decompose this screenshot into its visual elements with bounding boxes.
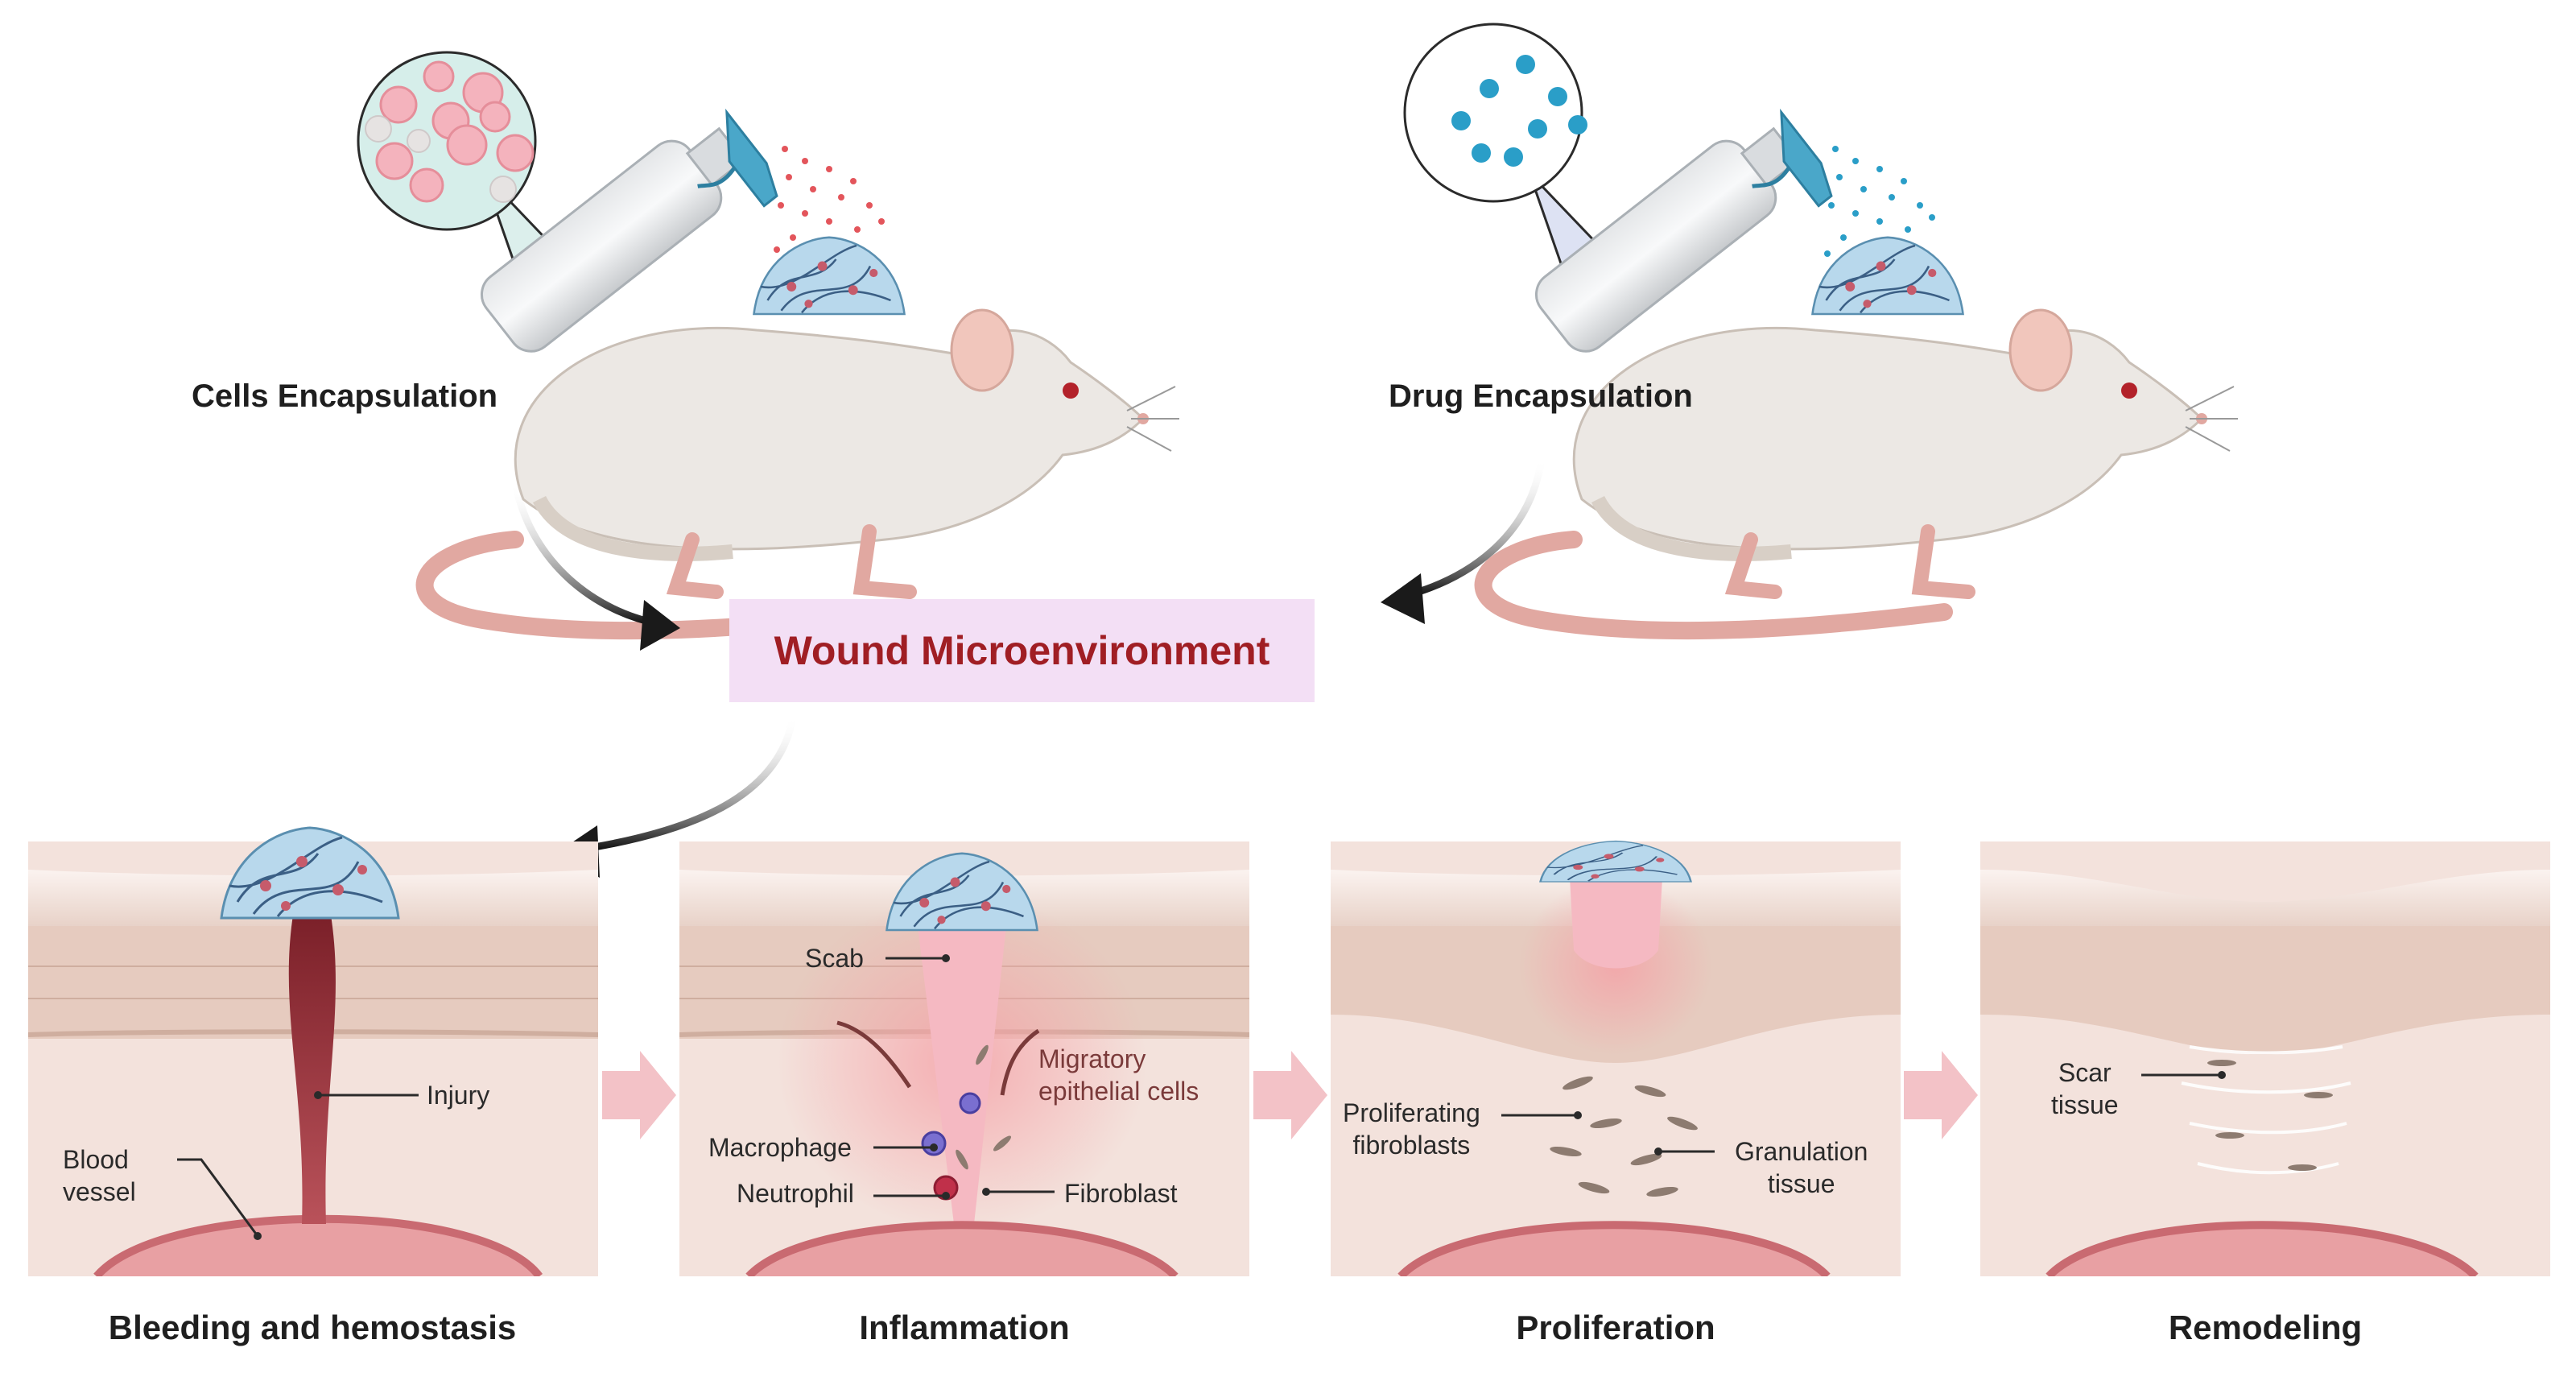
fibroblast-label: Fibroblast (1064, 1179, 1178, 1208)
neutrophil-label: Neutrophil (737, 1179, 854, 1208)
process-arrows (602, 1051, 1978, 1139)
drug-zoom-bubble (1403, 23, 1621, 267)
mouse-right (1484, 310, 2238, 631)
drug-encapsulation-label: Drug Encapsulation (1389, 378, 1693, 414)
stage-title-proliferation: Proliferation (1516, 1309, 1715, 1346)
stage-title-inflammation: Inflammation (859, 1309, 1070, 1346)
scab-label: Scab (805, 944, 864, 973)
proliferating-fibroblasts-label: Proliferating fibroblasts (1343, 1098, 1480, 1160)
wound-microenvironment-box: Wound Microenvironment (729, 599, 1315, 702)
migratory-epithelial-label: Migratory epithelial cells (1038, 1044, 1199, 1106)
stage-title-remodeling: Remodeling (2168, 1309, 2363, 1346)
scar-tissue-label: Scar tissue (2051, 1058, 2119, 1119)
mouse-left (425, 310, 1179, 631)
stage-title-hemostasis: Bleeding and hemostasis (108, 1309, 517, 1346)
panel-proliferation (1331, 841, 1901, 1276)
leader-dots (254, 954, 2226, 1240)
panel-inflammation (679, 841, 1249, 1276)
injury-label: Injury (427, 1081, 490, 1110)
leader-lines (177, 957, 2222, 1237)
hydrogel-panel1 (220, 826, 400, 920)
wound-microenvironment-title: Wound Microenvironment (774, 628, 1270, 673)
arrows-to-center (511, 455, 1546, 854)
macrophage-label: Macrophage (708, 1133, 852, 1162)
granulation-tissue-label: Granulation tissue (1735, 1137, 1868, 1198)
cells-zoom-bubble (357, 51, 575, 267)
blood-vessel-label: Blood vessel (63, 1145, 136, 1206)
panel-remodeling (1980, 841, 2550, 1276)
hydrogel-on-mouse-right (1811, 236, 1964, 316)
cells-encapsulation-label: Cells Encapsulation (192, 378, 498, 414)
